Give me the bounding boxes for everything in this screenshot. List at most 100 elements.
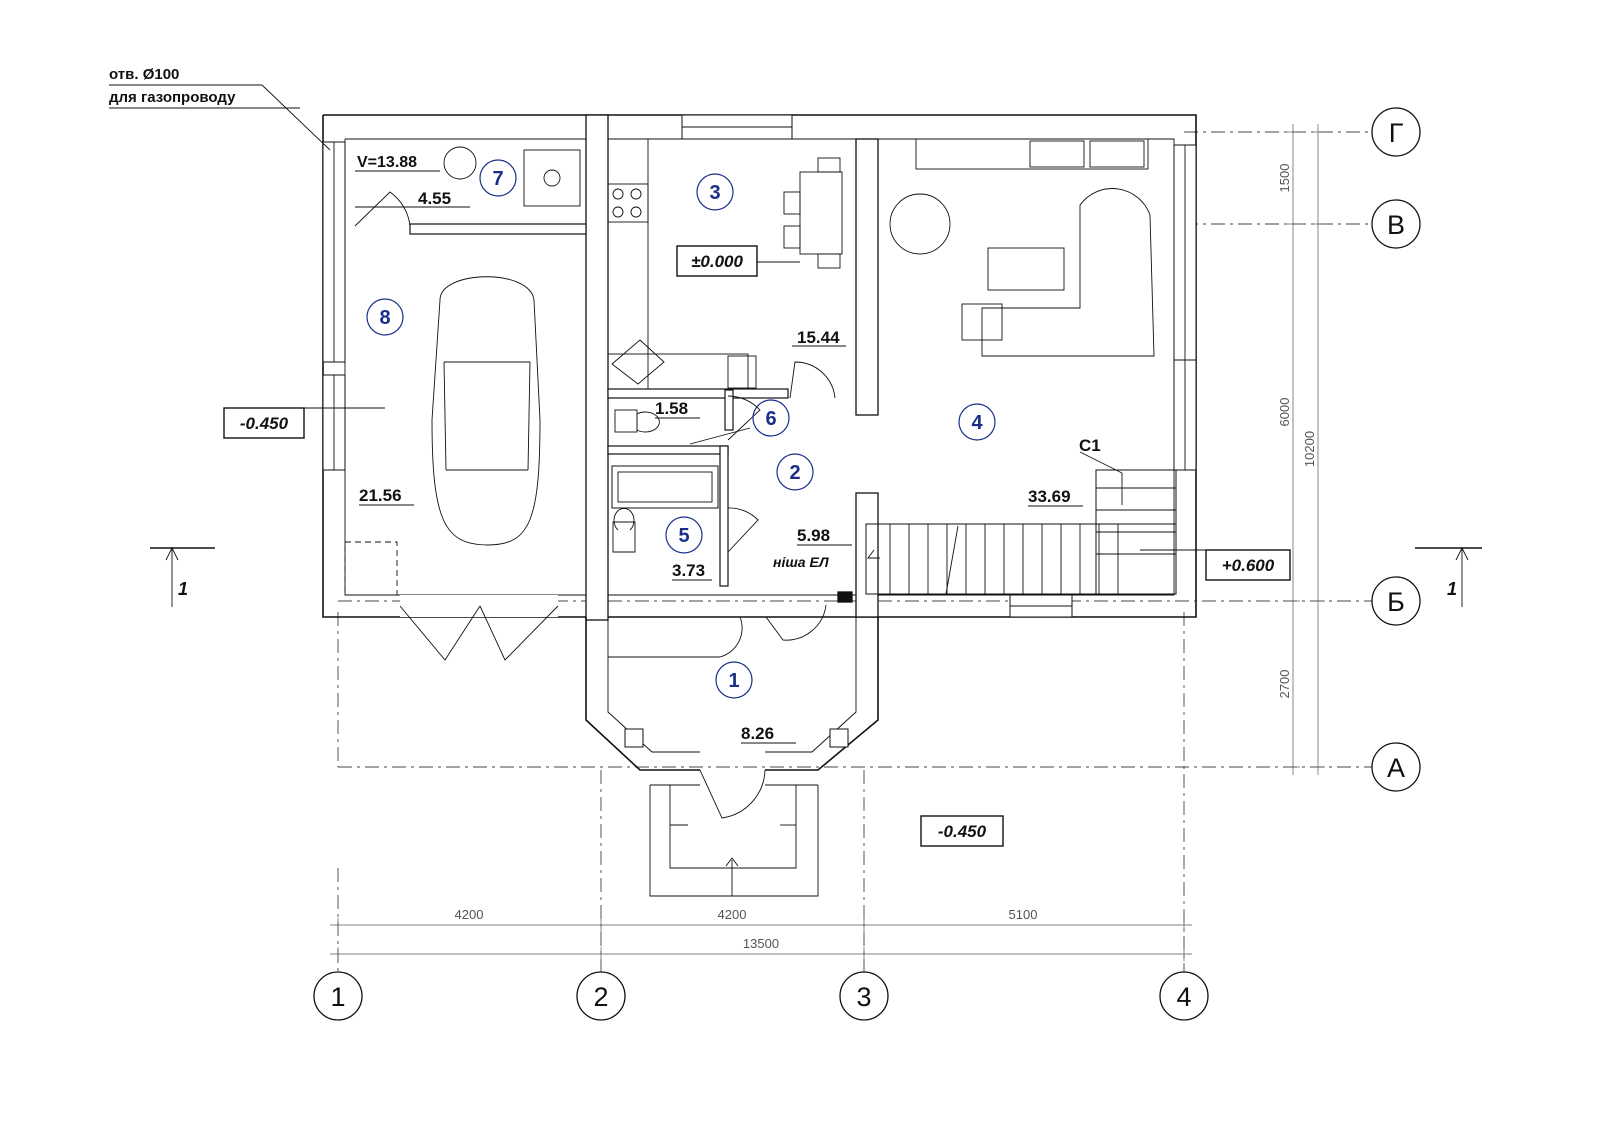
dim-bottom-1: 4200 bbox=[455, 907, 484, 922]
svg-text:6: 6 bbox=[765, 408, 776, 430]
stair-flight bbox=[865, 523, 1177, 595]
svg-text:2: 2 bbox=[789, 462, 800, 484]
svg-text:2: 2 bbox=[593, 982, 608, 1012]
axis-3-bubble: 3 bbox=[839, 971, 889, 1021]
room-number-1: 1 bbox=[715, 661, 753, 699]
wall-axis-3-top bbox=[855, 138, 879, 416]
coffee-table bbox=[987, 247, 1065, 291]
garage-door-leaf-1 bbox=[399, 605, 481, 661]
level-mark-kitchen: ±0.000 bbox=[676, 245, 758, 277]
level-mark-living: +0.600 bbox=[1205, 549, 1291, 581]
stair-label: С1 bbox=[1079, 436, 1101, 455]
niche-label: ніша ЕЛ bbox=[773, 554, 829, 570]
bay-wall-right bbox=[765, 617, 879, 771]
tv-cabinet-3 bbox=[1089, 140, 1145, 168]
door-wc bbox=[727, 395, 761, 441]
room-8-area: 21.56 bbox=[359, 486, 402, 505]
svg-text:5: 5 bbox=[678, 525, 689, 547]
plan-linework bbox=[109, 84, 1482, 972]
door-bath bbox=[727, 507, 759, 553]
svg-text:8: 8 bbox=[379, 307, 390, 329]
burner-3 bbox=[612, 206, 624, 218]
room-5-area: 3.73 bbox=[672, 561, 705, 580]
kitchen-counter bbox=[607, 138, 649, 390]
section-arrow-head-left bbox=[165, 546, 179, 561]
car-side-r bbox=[527, 361, 531, 471]
axis-1-bubble: 1 bbox=[313, 971, 363, 1021]
garage-stairs-dashed bbox=[344, 541, 398, 596]
kitchen-sink-corner bbox=[611, 339, 665, 385]
bay-wall-left bbox=[585, 617, 700, 771]
dim-total: 13500 bbox=[743, 936, 779, 951]
room-number-4: 4 bbox=[958, 403, 996, 441]
porch-step bbox=[669, 785, 797, 869]
wall-wc-top bbox=[607, 388, 789, 399]
svg-text:1: 1 bbox=[330, 982, 345, 1012]
level-mark-outside: -0.450 bbox=[920, 815, 1004, 847]
porch-arrow-head bbox=[725, 857, 739, 867]
chair-1 bbox=[817, 157, 841, 173]
burner-4 bbox=[630, 206, 642, 218]
wall-bath-right bbox=[719, 445, 729, 587]
svg-text:±0.000: ±0.000 bbox=[691, 252, 743, 271]
volume-label: V=13.88 bbox=[357, 154, 417, 171]
svg-text:3: 3 bbox=[856, 982, 871, 1012]
svg-text:Г: Г bbox=[1389, 118, 1404, 148]
level-mark-garage: -0.450 bbox=[223, 407, 305, 439]
porch-outline bbox=[649, 785, 819, 897]
svg-text:В: В bbox=[1387, 210, 1405, 240]
axis-A-bubble: А bbox=[1371, 742, 1421, 792]
dim-right-3: 2700 bbox=[1277, 670, 1292, 699]
room-number-7: 7 bbox=[479, 159, 517, 197]
dim-bottom-2: 4200 bbox=[718, 907, 747, 922]
leader-stair bbox=[1079, 451, 1123, 474]
axis-V-bubble: В bbox=[1371, 199, 1421, 249]
bathtub-inner bbox=[617, 471, 713, 503]
dim-bottom-3: 5100 bbox=[1009, 907, 1038, 922]
room-number-2: 2 bbox=[776, 453, 814, 491]
room-7-area: 4.55 bbox=[418, 189, 451, 208]
armchair bbox=[961, 303, 1003, 341]
car-body bbox=[431, 276, 541, 546]
cooktop bbox=[607, 183, 649, 223]
wc-leader bbox=[689, 427, 751, 445]
bay-window-left bbox=[624, 728, 644, 748]
room-number-3: 3 bbox=[696, 173, 734, 211]
wc-cistern bbox=[614, 409, 638, 433]
wc-bowl bbox=[636, 411, 660, 433]
svg-text:-0.450: -0.450 bbox=[938, 822, 987, 841]
stair-arrow-head bbox=[867, 549, 880, 559]
hall-closet bbox=[608, 616, 743, 658]
wall-wc-right bbox=[724, 389, 734, 431]
room-6-area: 1.58 bbox=[655, 399, 688, 418]
room-1-area: 8.26 bbox=[741, 724, 774, 743]
section-arrow-head-right bbox=[1455, 546, 1469, 561]
boiler-sink bbox=[523, 149, 581, 207]
gas-pipe-note: отв. Ø100 для газопроводу bbox=[109, 66, 236, 106]
tv-cabinet-2 bbox=[1029, 140, 1085, 168]
chair-4 bbox=[783, 225, 801, 249]
note-line-2: для газопроводу bbox=[109, 89, 236, 106]
room-number-6: 6 bbox=[752, 399, 790, 437]
outer-wall bbox=[322, 114, 1197, 618]
section-mark-left: 1 bbox=[178, 579, 188, 599]
axis-2-bubble: 2 bbox=[576, 971, 626, 1021]
dim-right-1: 1500 bbox=[1277, 164, 1292, 193]
axis-B-bubble: Б bbox=[1371, 576, 1421, 626]
room-4-area: 33.69 bbox=[1028, 487, 1071, 506]
dim-right-total: 10200 bbox=[1302, 431, 1317, 467]
garage-door-opening bbox=[400, 595, 558, 617]
washbasin-bowl bbox=[613, 508, 635, 531]
room-3-area: 15.44 bbox=[797, 328, 840, 347]
door-entrance bbox=[699, 769, 766, 819]
svg-text:-0.450: -0.450 bbox=[240, 414, 289, 433]
bay-inner-left bbox=[607, 617, 700, 753]
door-hall bbox=[765, 604, 827, 641]
corner-sofa bbox=[981, 188, 1155, 357]
bathtub bbox=[611, 465, 719, 509]
note-leader bbox=[261, 84, 331, 151]
room-number-5: 5 bbox=[665, 516, 703, 554]
car-side-l bbox=[443, 361, 447, 471]
burner-1 bbox=[612, 188, 624, 200]
